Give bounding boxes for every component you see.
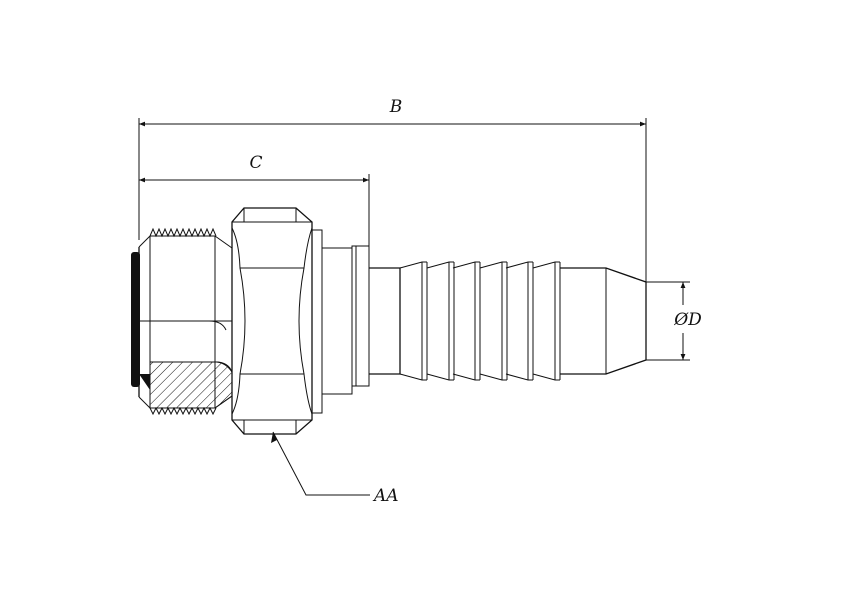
collar [311, 229, 370, 414]
barb-ridge [505, 261, 534, 381]
dimension-d: ØD [646, 281, 702, 361]
leader-aa: AA [271, 431, 399, 506]
dimension-b: B [138, 97, 647, 282]
o-ring-seal [131, 252, 150, 390]
hex-nut [231, 207, 313, 435]
barb-ridge [532, 261, 561, 381]
hose-tail [369, 261, 647, 381]
dimension-c: C [139, 153, 370, 246]
dimension-d-label: ØD [673, 310, 702, 330]
hex-size-label: AA [372, 486, 399, 506]
barb-ridge [426, 261, 455, 381]
barb-ridge [479, 261, 508, 381]
dimension-c-label: C [249, 153, 262, 173]
barb-ridge [452, 261, 481, 381]
barb-ridge [399, 261, 428, 381]
dimension-b-label: B [389, 97, 403, 117]
cut-section [149, 361, 233, 409]
